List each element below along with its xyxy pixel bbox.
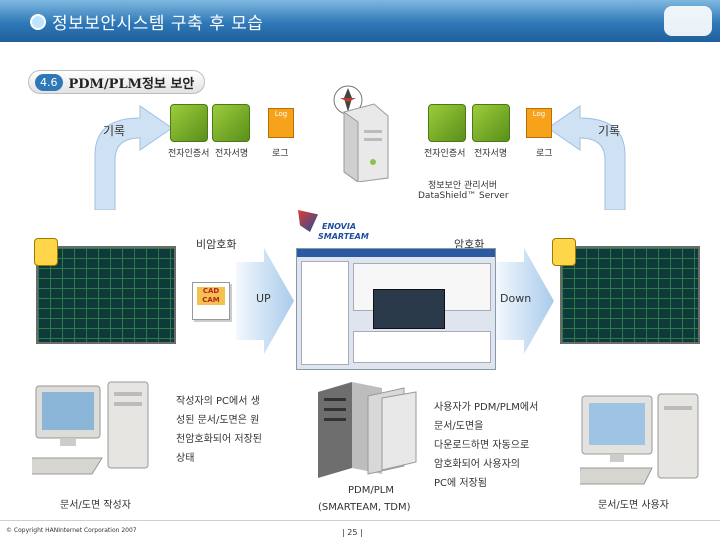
log-icon: Log	[268, 108, 294, 138]
server-name: 정보보안 관리서버	[428, 181, 498, 191]
down-label: Down	[500, 292, 532, 305]
label-signature-left: 전자서명	[215, 149, 249, 159]
label-certificate-left: 전자인증서	[168, 149, 210, 159]
certificate-icon	[428, 104, 466, 142]
enovia-smarteam-logo: ENOVIA SMARTEAM	[298, 210, 394, 250]
signature-icon	[472, 104, 510, 142]
label-log-right: 로그	[536, 149, 553, 159]
cad-screen-right	[560, 246, 700, 344]
smarteam-app-screenshot	[296, 248, 496, 370]
record-label-left: 기록	[103, 124, 126, 138]
author-caption: 문서/도면 작성자	[60, 500, 131, 511]
header-bar	[0, 0, 720, 42]
page-number: | 25 |	[342, 528, 363, 537]
lock-icon	[552, 238, 576, 266]
section-number: 4.6	[35, 73, 63, 91]
bullet-icon	[30, 14, 46, 30]
curved-arrow-right	[547, 105, 626, 210]
pdm-caption-sub: (SMARTEAM, TDM)	[318, 502, 411, 513]
user-description: 사용자가 PDM/PLM에서 문서/도면을 다운로드하면 자동으로 암호화되어 …	[434, 402, 539, 489]
download-arrow	[496, 248, 554, 354]
label-signature-right: 전자서명	[474, 149, 508, 159]
label-log-left: 로그	[272, 149, 289, 159]
pdm-caption: PDM/PLM	[348, 485, 394, 496]
section-heading: 4.6 PDM/PLM정보 보안	[28, 70, 206, 94]
cad-screen-left	[36, 246, 176, 344]
label-certificate-right: 전자인증서	[424, 149, 466, 159]
encrypted-label: 암호화	[454, 238, 485, 251]
author-description: 작성자의 PC에서 생 성된 문서/도면은 원 천암호화되어 저장된 상태	[176, 396, 262, 464]
user-pc-icon	[580, 393, 699, 485]
page-title: 정보보안시스템 구축 후 모습	[52, 14, 264, 34]
author-pc-icon	[32, 381, 149, 475]
unencrypted-label: 비암호화	[196, 238, 237, 251]
curved-arrow-left	[94, 105, 173, 210]
user-caption: 문서/도면 사용자	[598, 500, 669, 511]
up-label: UP	[256, 292, 271, 305]
lock-icon	[34, 238, 58, 266]
security-server-icon	[333, 85, 389, 182]
cad-file-icon: CAD CAM	[192, 282, 230, 320]
company-logo	[664, 6, 712, 36]
footer-divider	[0, 520, 720, 521]
section-title: PDM/PLM정보 보안	[68, 76, 195, 92]
server-product: DataShield™ Server	[418, 191, 509, 201]
certificate-icon	[170, 104, 208, 142]
upload-arrow	[236, 248, 294, 354]
signature-icon	[212, 104, 250, 142]
record-label-right: 기록	[598, 124, 621, 138]
pdm-server-icon	[318, 382, 417, 478]
copyright-text: © Copyright HANInternet Corporation 2007	[6, 527, 137, 534]
log-icon: Log	[526, 108, 552, 138]
